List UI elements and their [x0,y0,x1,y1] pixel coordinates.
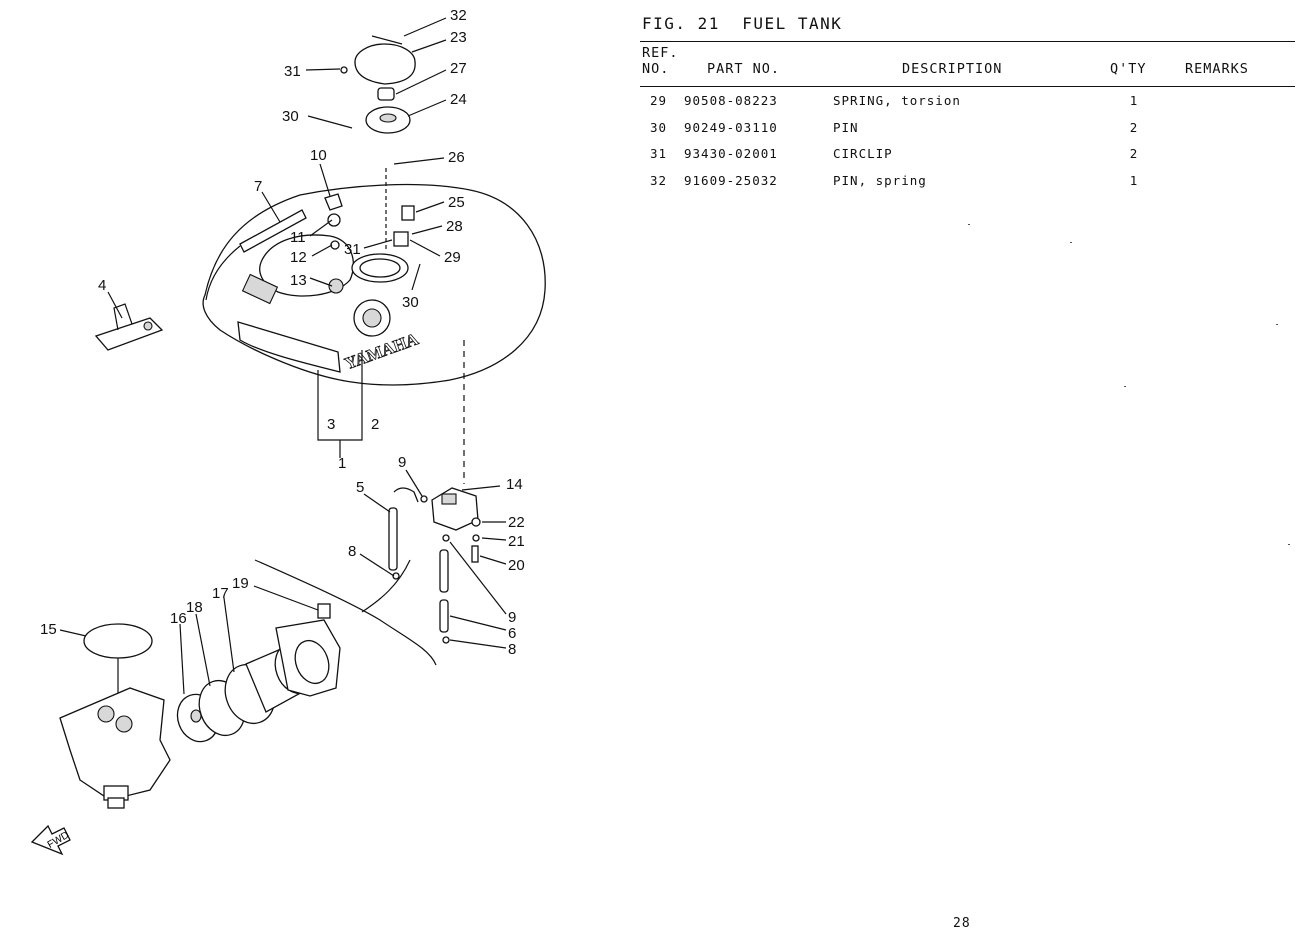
callout-1: 1 [338,455,346,472]
callout-26: 26 [448,149,465,166]
qty-cell: 2 [1129,119,1139,135]
ref-cell: 32 [650,172,668,188]
figure-title: FUEL TANK [742,14,843,33]
header-remarks: REMARKS [1185,61,1249,77]
description-cell: PIN, spring [833,172,927,188]
callout-18: 18 [186,599,203,616]
qty-cell: 1 [1129,93,1139,108]
callout-11: 11 [290,229,306,246]
table-row: 31 93430-02001 CIRCLIP 2 [640,140,1295,167]
scan-speck [1070,242,1072,243]
table-row: 32 91609-25032 PIN, spring 1 [640,167,1295,194]
description-cell: PIN [833,119,859,135]
qty-cell: 1 [1129,172,1139,188]
fuel-cap-assembly [329,35,416,134]
header-top-rule [640,41,1295,42]
header-ref-line2: NO. [642,61,670,77]
callout-9b: 9 [508,609,516,626]
callout-32: 32 [450,7,467,24]
parts-table-body: 29 90508-08223 SPRING, torsion 1 30 90249-031… [640,87,1295,193]
page-number: 28 [953,916,971,931]
callout-30b: 30 [402,294,419,311]
part-no-cell: 90508-08223 [684,93,778,108]
callout-23: 23 [450,29,467,46]
callout-20: 20 [508,557,525,574]
callout-19: 19 [232,575,249,592]
ref-cell: 29 [650,93,668,108]
figure-number: FIG. 21 [642,14,720,33]
qty-cell: 2 [1129,146,1139,161]
parts-table-header: REF. NO. PART NO. DESCRIPTION Q'TY REMAR… [640,42,1295,86]
fuel-tank-body: YAMAHA [202,168,546,386]
fwd-arrow-icon [30,824,71,856]
callout-31b: 31 [344,241,361,258]
scan-speck [1276,324,1278,325]
callout-12: 12 [290,249,307,266]
callout-9: 9 [398,454,406,471]
callout-15: 15 [40,621,57,638]
callout-27: 27 [450,60,467,77]
scan-speck [968,224,970,225]
callout-16: 16 [170,610,187,627]
callout-28: 28 [446,218,463,235]
callout-2: 2 [371,416,379,433]
description-cell: CIRCLIP [833,146,893,161]
header-part-no: PART NO. [707,61,781,77]
ref-cell: 31 [650,146,668,161]
figure-heading: FIG. 21 FUEL TANK [642,14,1295,33]
callout-14: 14 [506,476,523,493]
callout-24: 24 [450,91,467,108]
callout-8b: 8 [508,641,516,658]
callout-5: 5 [356,479,364,496]
header-ref-line1: REF. [642,45,679,61]
description-cell: SPRING, torsion [833,93,961,108]
callout-17: 17 [212,585,229,602]
bracket-part [94,303,164,351]
callout-30: 30 [282,108,299,125]
callout-8: 8 [348,543,356,560]
callout-29: 29 [444,249,461,266]
part-no-cell: 93430-02001 [684,146,778,161]
callout-6: 6 [508,625,516,642]
part-no-cell: 91609-25032 [684,172,778,188]
ref-cell: 30 [650,119,668,135]
intake-assembly: FWD [30,559,437,856]
callout-22: 22 [508,514,525,531]
part-no-cell: 90249-03110 [684,119,778,135]
callout-labels: 32 23 31 27 30 24 26 10 7 25 28 11 12 31… [40,7,525,658]
header-qty: Q'TY [1110,61,1147,77]
table-row: 30 90249-03110 PIN 2 [640,114,1295,141]
header-description: DESCRIPTION [902,61,1003,77]
callout-25: 25 [448,194,465,211]
callout-7: 7 [254,178,262,195]
scan-speck [1288,544,1290,545]
scan-speck [1124,386,1126,387]
callout-10: 10 [310,147,327,164]
leader-lines [59,17,507,695]
header-bottom-rule [640,86,1295,87]
parts-list-panel: FIG. 21 FUEL TANK REF. NO. PART NO. DESC… [640,10,1295,193]
callout-4: 4 [98,277,106,294]
callout-3: 3 [327,416,335,433]
exploded-parts-diagram: YAMAHA [0,0,620,940]
callout-13: 13 [290,272,307,289]
callout-31: 31 [284,63,301,80]
callout-21: 21 [508,533,525,550]
table-row: 29 90508-08223 SPRING, torsion 1 [640,87,1295,114]
fuel-cock-assembly [388,340,481,644]
